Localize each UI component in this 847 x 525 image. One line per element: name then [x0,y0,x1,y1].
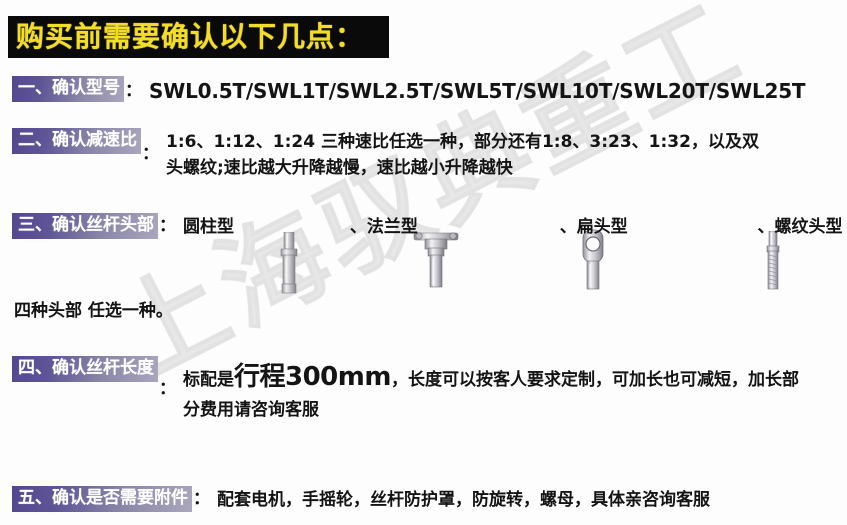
flat-head-icon [578,228,608,296]
row-body-head: 圆柱型 、法兰型 、扁头型 、螺纹头型 [178,213,843,240]
length-line-2: 分费用请咨询客服 [183,400,319,421]
ratio-line-1: 1:6、1:12、1:24 三种速比任选一种，部分还有1:8、3:23、1:32… [166,132,759,152]
ratio-line-2: 头螺纹;速比越大升降越慢，速比越小升降越快 [166,158,513,179]
spec-row-accessories: 五、确认是否需要附件 ： 配套电机，手摇轮，丝杆防护罩，防旋转，螺母，具体亲咨询… [12,486,842,513]
spec-row-ratio: 二、确认减速比 ： 1:6、1:12、1:24 三种速比任选一种，部分还有1:8… [12,128,842,182]
length-highlight: 行程300mm [234,362,391,392]
length-prefix: 标配是 [183,370,234,390]
head-type-2-label: 法兰型 [366,217,418,237]
head-type-note: 四种头部 任选一种。 [14,301,173,321]
row-label-model: 一、确认型号 [12,76,124,103]
row-label-length: 四、确认丝杆长度 [12,356,158,383]
row-label-accessories: 五、确认是否需要附件 [12,486,192,513]
head-separator-3: 、 [757,217,775,237]
head-separator-2: 、 [559,217,577,237]
threaded-head-icon [762,230,784,295]
head-type-1-label: 圆柱型 [183,217,234,237]
row-body-model: SWL0.5T/SWL1T/SWL2.5T/SWL5T/SWL10T/SWL20… [149,79,806,103]
row-label-ratio: 二、确认减速比 [12,128,141,155]
head-type-3-label: 扁头型 [576,217,628,237]
page-title: 购买前需要确认以下几点： [16,20,365,53]
row-colon-length: ： [159,379,176,400]
row-label-head: 三、确认丝杆头部 [12,213,158,240]
watermark-text: 上海驭典重工 [95,0,763,403]
header-banner: 购买前需要确认以下几点： [8,16,389,58]
cylinder-head-icon [274,231,304,298]
spec-row-model: 一、确认型号 ： SWL0.5T/SWL1T/SWL2.5T/SWL5T/SWL… [12,76,806,107]
head-separator-1: 、 [349,217,367,237]
row-colon-ratio: ： [142,144,159,165]
row-colon-accessories: ： [193,489,210,510]
row-colon-head: ： [159,216,176,237]
flange-head-icon [412,227,460,297]
head-type-4-label: 螺纹头型 [774,217,843,237]
spec-row-length: 四、确认丝杆长度 ： 标配是行程300mm，长度可以按客人要求定制，可加长也可减… [12,356,842,424]
row-body-accessories: 配套电机，手摇轮，丝杆防护罩，防旋转，螺母，具体亲咨询客服 [217,490,710,510]
row-colon-model: ： [125,81,142,101]
row-body-length: 标配是行程300mm，长度可以按客人要求定制，可加长也可减短，加长部 分费用请咨… [178,356,833,424]
length-suffix: ，长度可以按客人要求定制，可加长也可减短，加长部 [390,370,799,390]
row-body-ratio: 1:6、1:12、1:24 三种速比任选一种，部分还有1:8、3:23、1:32… [161,128,806,182]
spec-row-head: 三、确认丝杆头部 ： 圆柱型 、法兰型 、扁头型 、螺纹头型 [12,213,843,240]
